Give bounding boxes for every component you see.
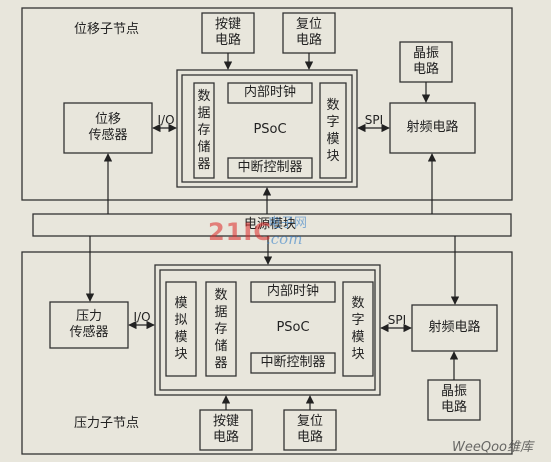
top-interrupt-box xyxy=(227,157,313,179)
top-internal-clock-box xyxy=(227,82,313,104)
top-digital-module-label: 数 字 模 块 xyxy=(326,97,340,164)
top-reset-circuit-label: 复位 电路 xyxy=(295,17,322,48)
top-sensor-label: 位移 传感器 xyxy=(88,112,128,143)
bottom-interrupt-label: 中断控制器 xyxy=(260,355,326,370)
watermark-site-domain: .com xyxy=(266,230,303,248)
top-rf-label: 射频电路 xyxy=(406,120,459,135)
power-module-bar xyxy=(32,213,512,237)
bottom-rf-label: 射频电路 xyxy=(428,320,481,335)
top-digital-module-box xyxy=(319,82,347,179)
bottom-io-label: I/O xyxy=(133,310,151,324)
top-key-circuit-label: 按键 电路 xyxy=(214,17,241,48)
power-module-label: 电源模块 xyxy=(243,217,296,232)
top-interrupt-label: 中断控制器 xyxy=(237,160,303,175)
bottom-crystal-label: 晶振 电路 xyxy=(440,384,467,415)
top-crystal-label: 晶振 电路 xyxy=(412,46,439,77)
bottom-node-frame xyxy=(21,251,513,455)
bottom-rf-box xyxy=(411,304,498,352)
bottom-psoc-outer xyxy=(154,264,381,396)
bottom-psoc-name: PSoC xyxy=(276,320,310,335)
bottom-data-storage-label: 数 据 存 储 器 xyxy=(214,287,228,371)
top-data-storage-box xyxy=(193,82,215,179)
bottom-digital-module-label: 数 字 模 块 xyxy=(351,296,365,362)
top-psoc-inner xyxy=(181,74,353,183)
top-data-storage-label: 数 据 存 储 器 xyxy=(197,89,211,172)
watermark-corner: WeeQoo维库 xyxy=(452,440,533,455)
top-spi-label: SPI xyxy=(364,113,384,127)
top-psoc-outer xyxy=(176,69,358,188)
bottom-sensor-label: 压力 传感器 xyxy=(69,309,109,340)
top-io-label: I/O xyxy=(157,113,175,127)
watermark-site-cn: 电子网 xyxy=(268,216,308,231)
bottom-analog-module-label: 模 拟 模 块 xyxy=(174,296,188,362)
bottom-internal-clock-label: 内部时钟 xyxy=(266,284,319,299)
top-internal-clock-label: 内部时钟 xyxy=(243,85,296,100)
bottom-reset-circuit-label: 复位 电路 xyxy=(296,414,323,445)
bottom-node-title: 压力子节点 xyxy=(74,416,140,431)
bottom-internal-clock-box xyxy=(250,281,336,303)
bottom-psoc-inner xyxy=(159,269,376,391)
top-rf-box xyxy=(389,102,476,154)
bottom-analog-module-box xyxy=(165,281,197,377)
top-psoc-name: PSoC xyxy=(253,122,287,137)
bottom-interrupt-box xyxy=(250,352,336,374)
bottom-key-circuit-label: 按键 电路 xyxy=(212,414,239,445)
top-node-title: 位移子节点 xyxy=(74,22,140,37)
bottom-digital-module-box xyxy=(342,281,374,377)
top-sensor-box xyxy=(63,102,153,154)
watermark-site-number: 21IC xyxy=(208,218,272,246)
bottom-data-storage-box xyxy=(205,281,237,377)
bottom-sensor-box xyxy=(49,301,129,349)
bottom-spi-label: SPI xyxy=(387,313,407,327)
